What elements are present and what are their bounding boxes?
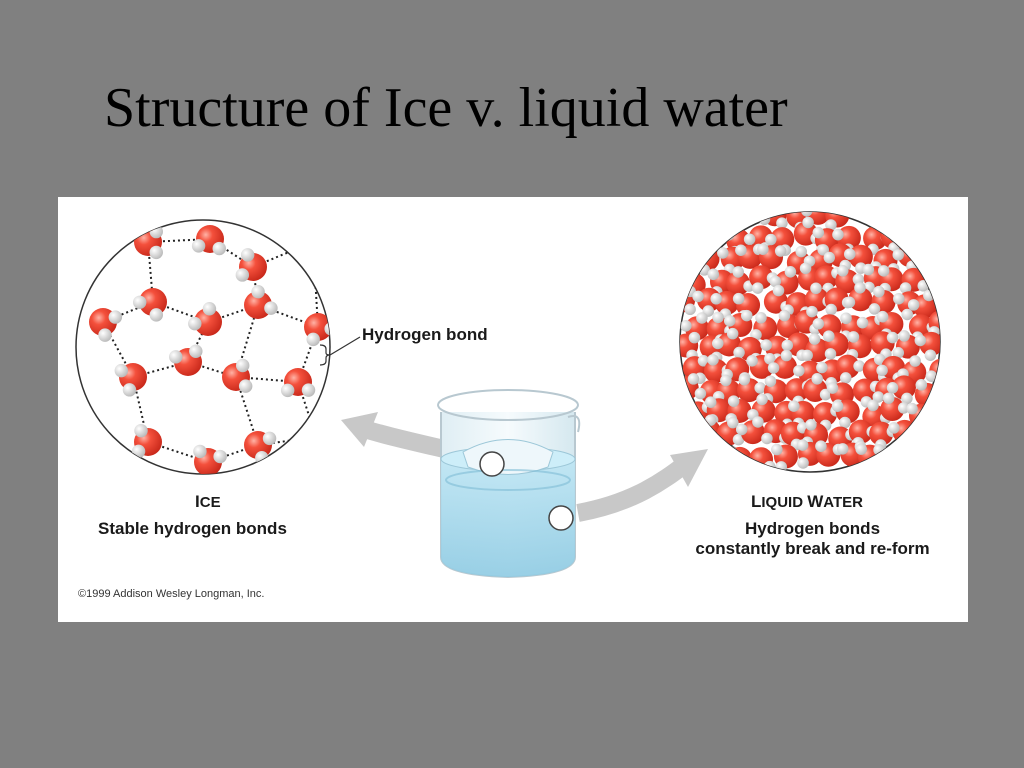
liquid-caption-line2: constantly break and re-form [695, 539, 930, 558]
water-molecule [823, 243, 853, 272]
water-molecule [725, 446, 752, 472]
water-molecule [749, 265, 779, 294]
arrow-to-liquid [576, 454, 694, 522]
water-molecule [835, 354, 865, 384]
hydrogen-bond-label: Hydrogen bond [362, 325, 488, 344]
water-molecule [244, 284, 278, 319]
figure-panel: ICE Stable hydrogen bonds Hydrogen bond … [58, 197, 968, 622]
water-molecule [304, 313, 330, 347]
figure-illustration [75, 211, 941, 579]
water-molecule [169, 344, 203, 376]
water-molecule [736, 373, 766, 403]
ice-caption: Stable hydrogen bonds [98, 519, 287, 538]
water-molecule [746, 353, 776, 379]
water-molecule [823, 330, 849, 360]
water-molecule [757, 243, 787, 270]
liquid-water-caption: Hydrogen bonds constantly break and re-f… [670, 519, 955, 559]
water-molecule [907, 289, 937, 319]
water-molecule [299, 223, 330, 256]
water-molecule [880, 392, 910, 422]
water-molecule [280, 368, 316, 398]
water-molecule [188, 302, 222, 336]
water-molecule [886, 375, 916, 405]
water-molecule [89, 308, 123, 342]
water-molecule [868, 285, 896, 315]
water-molecule [222, 358, 253, 393]
copyright-notice: ©1999 Addison Wesley Longman, Inc. [78, 588, 265, 600]
water-molecule [892, 330, 920, 359]
water-molecule [735, 416, 765, 445]
water-molecule [831, 399, 860, 429]
water-molecule [914, 331, 940, 361]
ice-magnifier-marker [479, 451, 505, 477]
liquid-caption-line1: Hydrogen bonds [744, 519, 881, 538]
arrow-to-liquid-head [670, 449, 708, 487]
arrow-to-ice-head [341, 412, 378, 447]
water-molecule [914, 379, 940, 407]
liquid-water-molecules [679, 211, 941, 473]
water-molecule [680, 373, 700, 401]
slide-title: Structure of Ice v. liquid water [104, 77, 788, 139]
ice-lattice [75, 219, 331, 475]
water-molecule [801, 333, 830, 363]
water-molecule [235, 248, 267, 282]
water-molecule [114, 363, 147, 397]
liquid-water-heading: LIQUID WATER [751, 492, 864, 511]
water-molecule [803, 373, 832, 403]
water-molecule [750, 312, 778, 341]
water-molecule [794, 305, 821, 335]
water-molecule [870, 331, 899, 360]
ice-heading: ICE [195, 492, 221, 511]
water-molecule [843, 282, 873, 312]
water-molecule [193, 444, 227, 474]
water-molecule [132, 288, 167, 322]
beaker [437, 389, 581, 579]
water-molecule [767, 349, 797, 379]
liquid-magnifier-marker [548, 505, 574, 531]
water-molecule [763, 284, 792, 314]
water-molecule [771, 443, 798, 472]
water-molecule [855, 443, 885, 469]
water-molecule [191, 225, 226, 256]
water-molecule [726, 266, 755, 296]
water-molecule [823, 212, 850, 231]
